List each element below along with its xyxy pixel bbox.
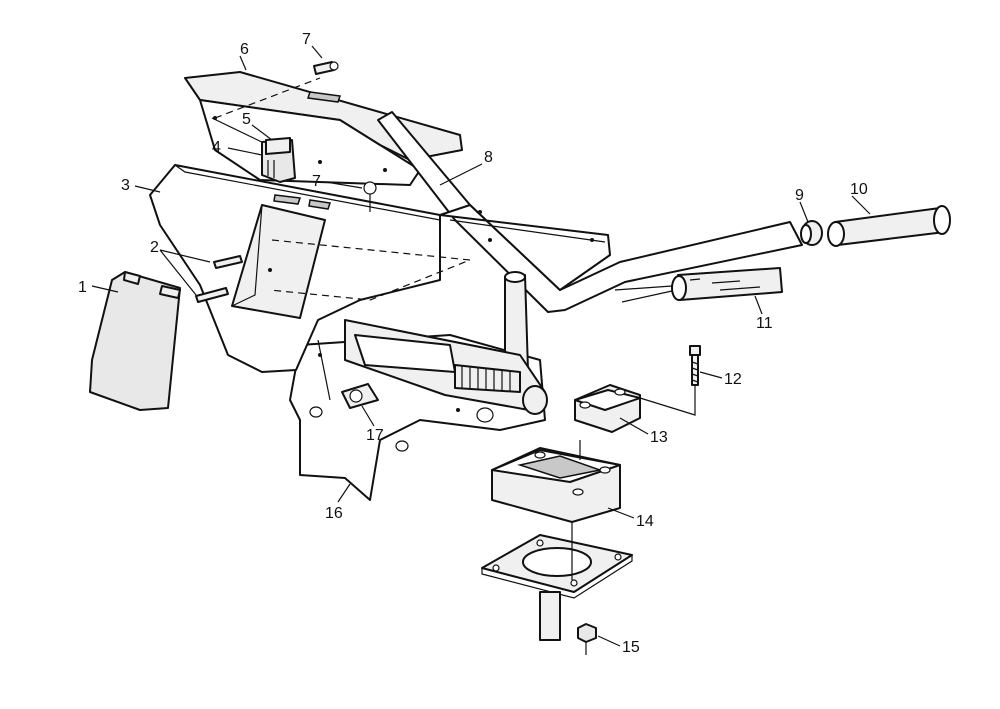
steering-stem bbox=[344, 271, 548, 423]
leader-lines bbox=[91, 45, 871, 647]
part-4-switch-housing bbox=[261, 137, 296, 183]
part-13-upper-clamp bbox=[574, 384, 696, 433]
part-1-front-cover bbox=[89, 271, 181, 411]
part-7-screw-top bbox=[313, 61, 339, 75]
part-11-grip-heated bbox=[614, 267, 783, 303]
callout-3: 3 bbox=[121, 177, 130, 194]
callout-10: 10 bbox=[850, 181, 868, 198]
part-17-fastener bbox=[341, 383, 379, 409]
part-2-bolts bbox=[195, 255, 243, 303]
part-12-bolt bbox=[689, 345, 701, 386]
callout-11: 11 bbox=[756, 315, 773, 332]
part-10-grip bbox=[827, 205, 951, 247]
mounting-plate bbox=[481, 522, 633, 641]
callout-4: 4 bbox=[212, 139, 221, 156]
part-3-shroud bbox=[149, 164, 471, 373]
callout-6: 6 bbox=[240, 41, 249, 58]
callout-1: 1 bbox=[78, 279, 87, 296]
callout-16: 16 bbox=[325, 505, 343, 522]
callout-12: 12 bbox=[724, 371, 742, 388]
callout-13: 13 bbox=[650, 429, 668, 446]
callout-8: 8 bbox=[484, 149, 493, 166]
callout-7-middle: 7 bbox=[312, 173, 321, 190]
part-7-screw-middle bbox=[363, 181, 377, 212]
callout-17: 17 bbox=[366, 427, 384, 444]
part-15-nut bbox=[577, 623, 597, 655]
callout-2: 2 bbox=[150, 239, 159, 256]
part-9-bushing bbox=[800, 220, 823, 246]
callout-15: 15 bbox=[622, 639, 640, 656]
callout-5: 5 bbox=[242, 111, 251, 128]
part-14-lower-clamp bbox=[491, 440, 621, 523]
callout-7-top: 7 bbox=[302, 31, 311, 48]
part-8-handlebar bbox=[377, 111, 803, 313]
callout-14: 14 bbox=[636, 513, 654, 530]
callout-labels: 1 2 3 4 5 6 7 7 8 9 10 11 12 13 14 15 16… bbox=[78, 31, 868, 656]
callout-9: 9 bbox=[795, 187, 804, 204]
